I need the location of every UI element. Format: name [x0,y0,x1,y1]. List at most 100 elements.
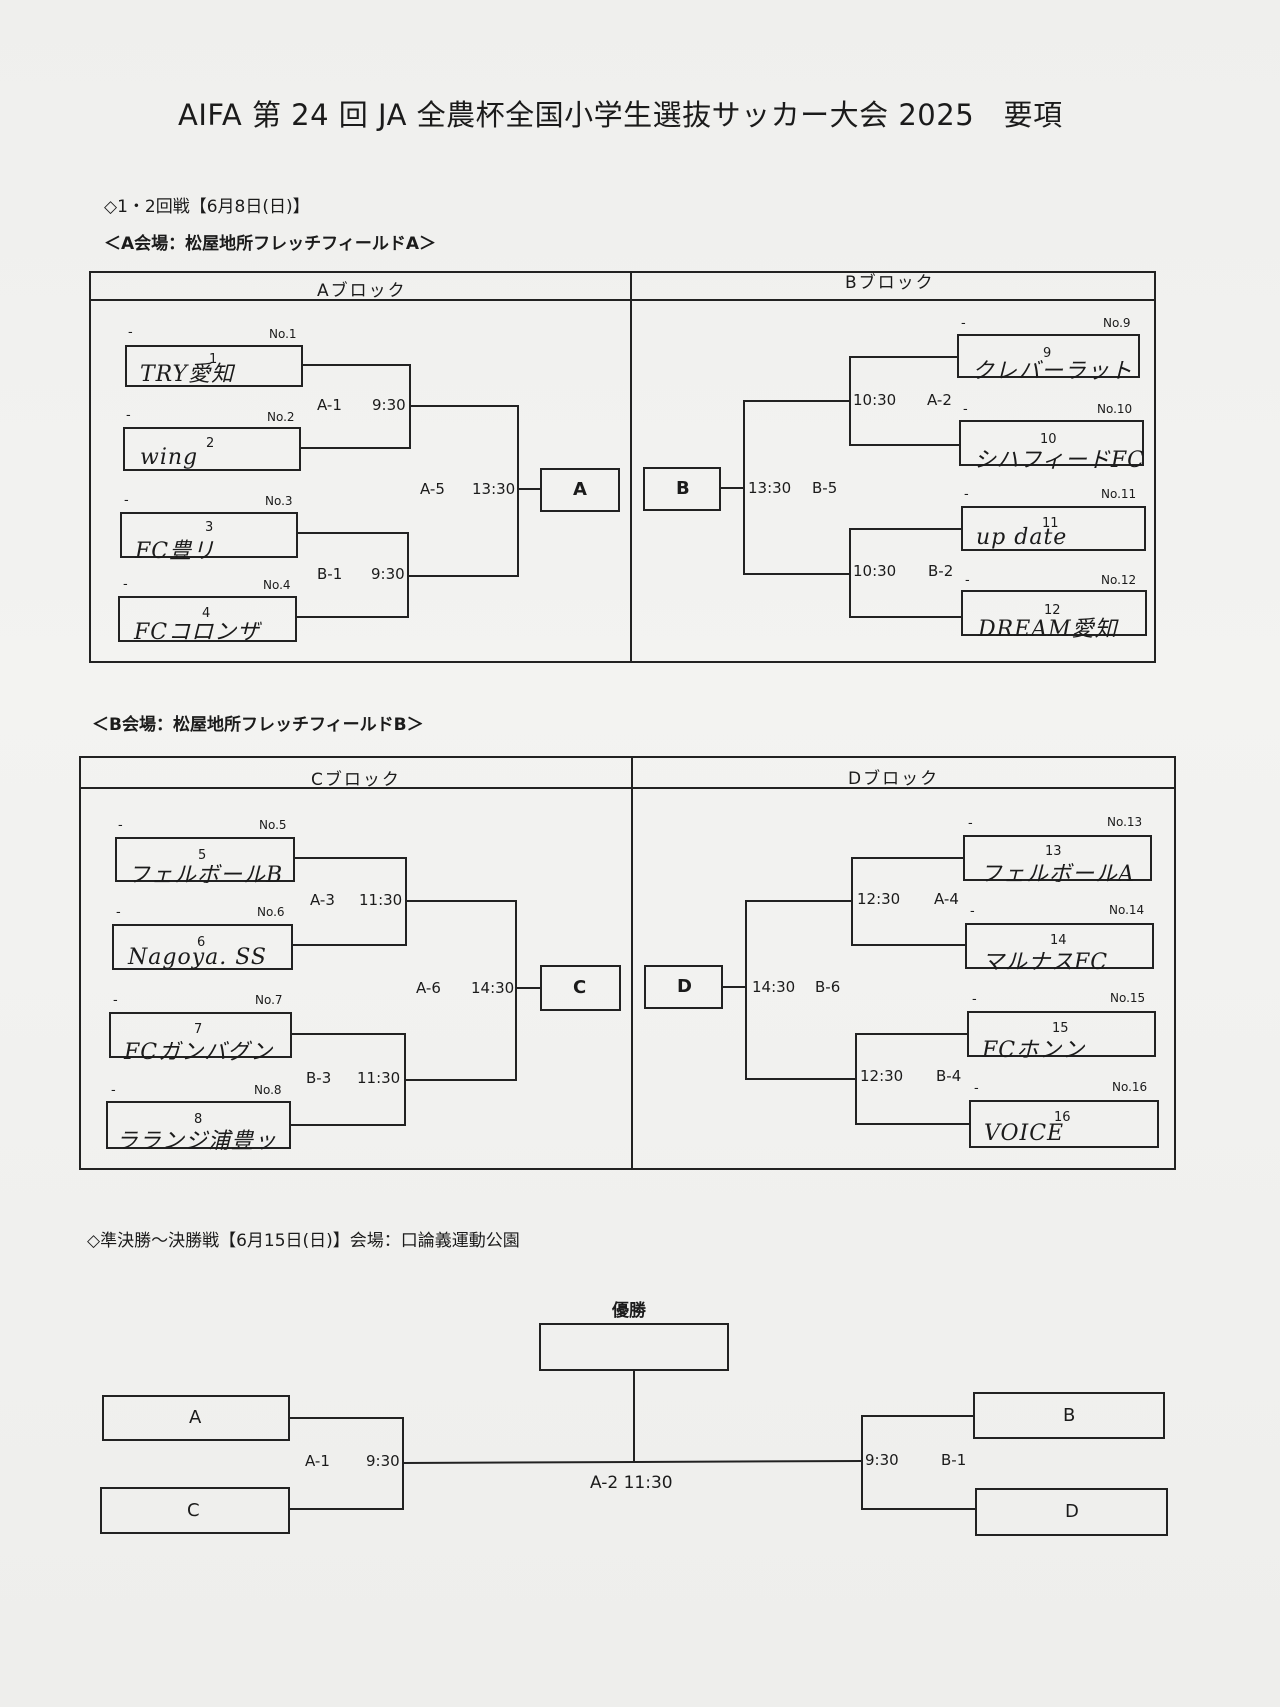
team-name: FC豊リ [135,539,216,564]
team-num: 11 [1042,516,1059,531]
match-time: 14:30 [471,979,515,997]
team-name: FCコロンザ [134,620,261,645]
team-name: ラランジ浦豊ッ [116,1129,278,1154]
team-no: No.13 [1107,815,1143,829]
team-name: フェルボールB [128,863,284,888]
match-code: A-2 [927,391,952,409]
match-time: 9:30 [371,565,405,583]
team-dash: - [128,325,133,340]
team-no: No.5 [259,818,287,832]
team-num: 12 [1044,603,1061,618]
team-num: 10 [1040,432,1057,447]
match-code: A-5 [420,480,445,498]
block-a-header: Aブロック [317,281,407,301]
round1-heading: ◇1・2回戦【6月8日(日)】 [104,197,310,217]
match-time: 12:30 [860,1067,904,1085]
block-b-header: Bブロック [845,273,935,293]
top-frame [89,271,1156,663]
team-dash: - [965,573,970,588]
team-dash: - [970,904,975,919]
team-num: 9 [1043,346,1052,361]
team-dash: - [964,487,969,502]
team-num: 4 [202,606,211,621]
team-no: No.4 [263,578,291,592]
team-no: No.7 [255,993,283,1007]
team-no: No.16 [1112,1080,1148,1094]
match-code: A-6 [416,979,441,997]
match-code: B-3 [306,1069,332,1087]
team-name: TRY愛知 [140,362,235,387]
team-name: Nagoya. SS [128,945,267,970]
team-name: マルナスFC [982,950,1109,975]
team-name: VOICE [984,1121,1065,1146]
team-num: 1 [209,352,218,367]
match-time: 11:30 [357,1069,401,1087]
champion-label: 優勝 [612,1301,646,1321]
document-title: AIFA 第 24 回 JA 全農杯全国小学生選抜サッカー大会 2025 要項 [178,98,1063,132]
block-winner-b: B [676,478,690,499]
team-no: No.2 [267,410,295,424]
match-time: 14:30 [752,978,796,996]
match-code: B-5 [812,479,838,497]
final-slot-a: A [189,1407,202,1428]
block-d-header: Dブロック [848,769,940,789]
team-dash: - [116,905,121,920]
team-dash: - [126,408,131,423]
match-code: B-4 [936,1067,962,1085]
team-num: 14 [1050,933,1067,948]
team-name: フェルボールA [980,862,1135,887]
final-slot-b: B [1063,1405,1076,1426]
team-dash: - [124,493,129,508]
team-no: No.14 [1109,903,1145,917]
team-dash: - [972,992,977,1007]
match-time: 9:30 [372,396,406,414]
team-no: No.1 [269,327,297,341]
match-time: 9:30 [865,1451,899,1469]
match-time: 9:30 [366,1452,400,1470]
finals-heading: ◇準決勝～決勝戦【6月15日(日)】会場：口論義運動公園 [87,1231,520,1251]
team-no: No.15 [1110,991,1146,1005]
match-code: A-4 [934,890,959,908]
final-slot-d: D [1065,1501,1079,1522]
team-dash: - [963,402,968,417]
team-no: No.12 [1101,573,1137,587]
match-code: B-1 [317,565,343,583]
team-num: 2 [206,436,215,451]
team-dash: - [123,577,128,592]
venue-b-heading: ＜B会場：松屋地所フレッチフィールドB＞ [92,715,424,735]
team-name: DREAM愛知 [978,617,1118,642]
final-slot-c: C [187,1500,200,1521]
team-dash: - [968,816,973,831]
team-name: FCガンバグン [124,1040,274,1065]
match-code: B-6 [815,978,841,996]
team-num: 3 [205,520,214,535]
team-dash: - [961,316,966,331]
team-name: wing [140,445,199,470]
block-winner-a: A [573,479,587,500]
bottom-frame [79,756,1176,1170]
team-num: 16 [1054,1110,1071,1125]
team-num: 13 [1045,844,1062,859]
team-dash: - [118,818,123,833]
block-c-header: Cブロック [311,770,401,790]
team-num: 6 [197,935,206,950]
match-time: 13:30 [472,480,516,498]
block-winner-c: C [573,977,587,998]
match-code: B-2 [928,562,954,580]
team-num: 7 [194,1022,203,1037]
team-no: No.8 [254,1083,282,1097]
match-time: 10:30 [853,391,897,409]
team-name: シハフィードFC [974,448,1145,473]
team-no: No.9 [1103,316,1131,330]
match-code: A-1 [305,1452,330,1470]
venue-a-heading: ＜A会場：松屋地所フレッチフィールドA＞ [104,234,436,254]
block-winner-d: D [677,976,692,997]
team-dash: - [113,993,118,1008]
team-num: 5 [198,848,207,863]
match-code: A-1 [317,396,342,414]
match-time: 11:30 [359,891,403,909]
team-dash: - [974,1081,979,1096]
team-name: クレバーラット [972,359,1134,384]
